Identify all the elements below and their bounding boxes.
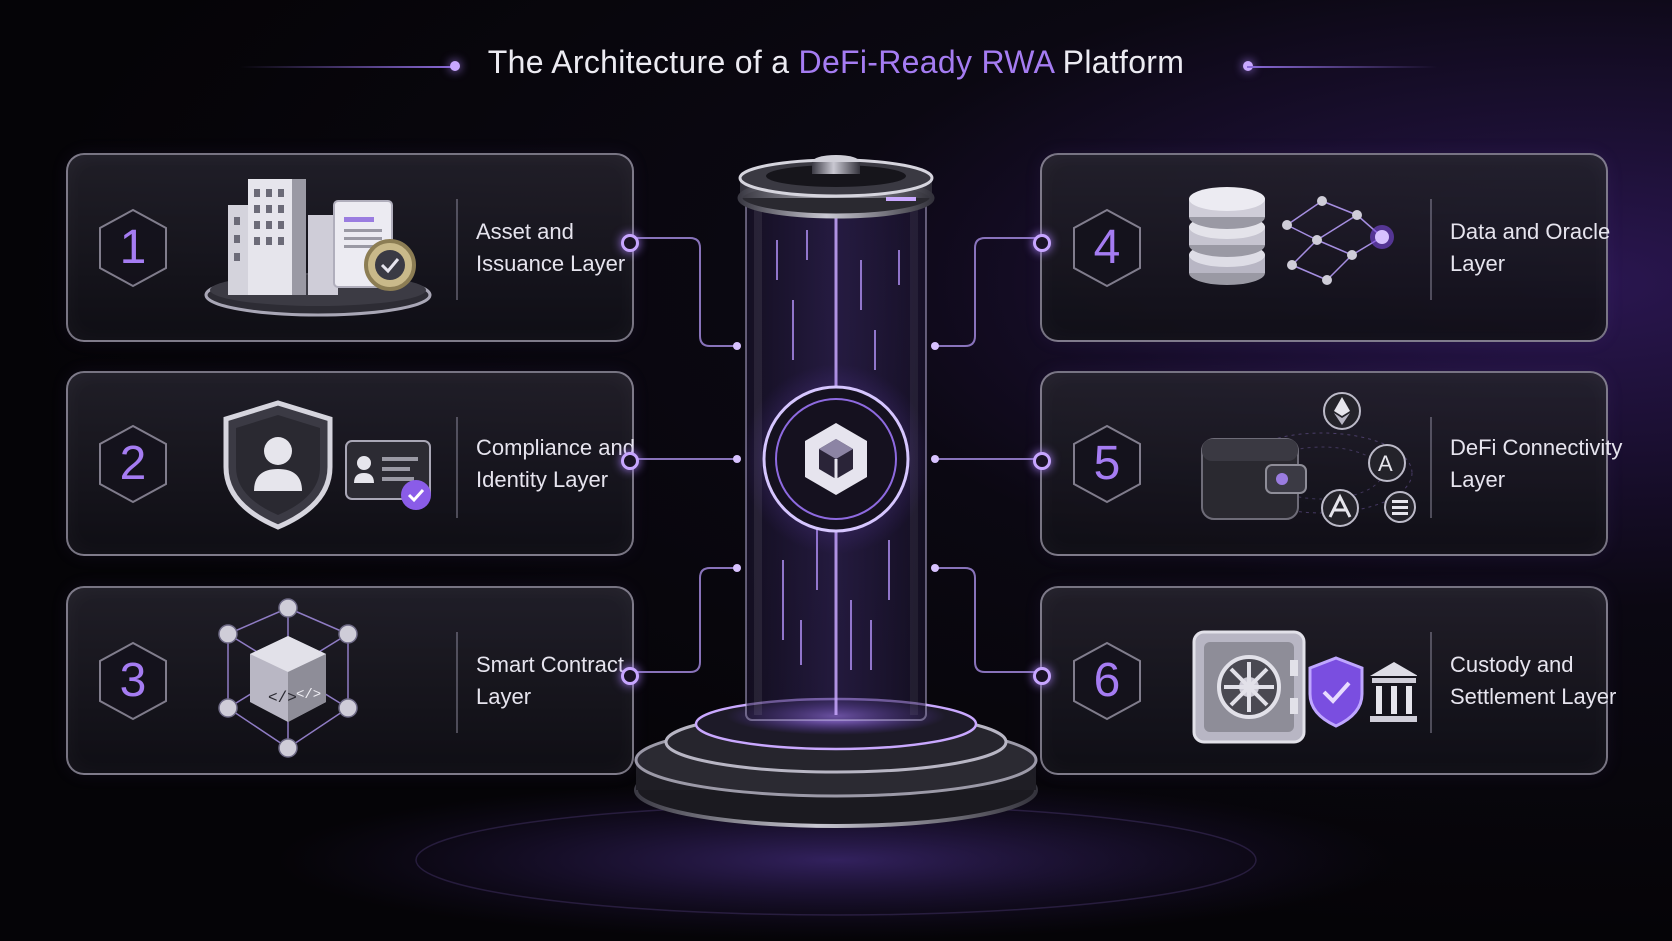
layer-number: 5 — [1093, 436, 1121, 490]
layer-number: 2 — [119, 436, 147, 490]
layer-number: 3 — [119, 653, 147, 707]
layer-label-line1: Compliance and — [476, 434, 635, 460]
title-dot-left — [450, 61, 460, 71]
title-line-right — [1247, 66, 1437, 68]
svg-text:A: A — [1378, 451, 1393, 476]
layer-card-5[interactable]: 5 A — [1033, 371, 1623, 556]
layer-label-line2: Settlement Layer — [1450, 683, 1617, 709]
svg-text:</>: </> — [268, 689, 297, 707]
layer-card-2[interactable]: 2 Compliance and Identity Layer — [66, 371, 639, 556]
shield-id-card-icon — [198, 383, 443, 552]
title-line-left — [240, 66, 455, 68]
layer-label-line1: DeFi Connectivity — [1450, 434, 1623, 460]
layer-label-line2: Layer — [476, 683, 532, 709]
layer-card-4[interactable]: 4 Data and Oracle Layer — [1033, 153, 1610, 342]
card-divider — [456, 199, 458, 300]
card-divider — [456, 632, 458, 733]
connector-dot — [1033, 667, 1051, 685]
layer-label-line1: Data and Oracle — [1450, 218, 1611, 244]
connector-dot — [1033, 234, 1051, 252]
card-divider — [1430, 199, 1432, 300]
connector-dot — [1033, 452, 1051, 470]
connector-dot — [621, 452, 639, 470]
connector-dot — [621, 234, 639, 252]
layer-number-badge: 3 — [98, 641, 168, 721]
layer-label: DeFi Connectivity Layer — [1450, 432, 1623, 496]
layer-label-line1: Asset and — [476, 218, 574, 244]
wallet-protocols-icon: A — [1172, 383, 1417, 552]
title-suffix: Platform — [1053, 44, 1185, 80]
card-divider — [456, 417, 458, 518]
svg-text:</>: </> — [296, 687, 321, 703]
connector-dot — [621, 667, 639, 685]
layer-label: Asset and Issuance Layer — [476, 216, 636, 280]
platform-cube-logo-icon — [805, 423, 867, 495]
layer-label-line2: Layer — [1450, 466, 1506, 492]
buildings-document-coin-icon — [198, 165, 443, 334]
layer-number-badge: 2 — [98, 424, 168, 504]
title-highlight: DeFi-Ready RWA — [798, 44, 1054, 80]
layer-card-1[interactable]: 1 Asset and Issuance Layer — [66, 153, 639, 342]
card-divider — [1430, 417, 1432, 518]
layer-number: 1 — [119, 220, 147, 274]
layer-number: 4 — [1093, 220, 1121, 274]
layer-label-line1: Custody and — [1450, 651, 1574, 677]
database-network-icon — [1172, 165, 1417, 334]
layer-number-badge: 6 — [1072, 641, 1142, 721]
layer-number: 6 — [1093, 653, 1121, 707]
code-cube-network-icon: </> </> — [198, 598, 443, 767]
title-prefix: The Architecture of a — [487, 44, 799, 80]
layer-number-badge: 5 — [1072, 424, 1142, 504]
layer-label-line1: Smart Contract — [476, 651, 624, 677]
page-title: The Architecture of a DeFi-Ready RWA Pla… — [0, 44, 1672, 81]
card-divider — [1430, 632, 1432, 733]
layer-label-line2: Identity Layer — [476, 466, 609, 492]
vault-shield-bank-icon — [1172, 598, 1418, 767]
layer-card-3[interactable]: 3 </> </> Smart Contract Layer — [66, 586, 639, 775]
layer-label-line2: Layer — [1450, 250, 1506, 276]
layer-label: Compliance and Identity Layer — [476, 432, 636, 496]
layer-number-badge: 1 — [98, 208, 168, 288]
layer-label-line2: Issuance Layer — [476, 250, 626, 276]
layer-label: Custody and Settlement Layer — [1450, 649, 1617, 713]
layer-card-6[interactable]: 6 Custody and Settlement Layer — [1033, 586, 1617, 775]
layer-label: Smart Contract Layer — [476, 649, 636, 713]
layer-number-badge: 4 — [1072, 208, 1142, 288]
layer-label: Data and Oracle Layer — [1450, 216, 1610, 280]
